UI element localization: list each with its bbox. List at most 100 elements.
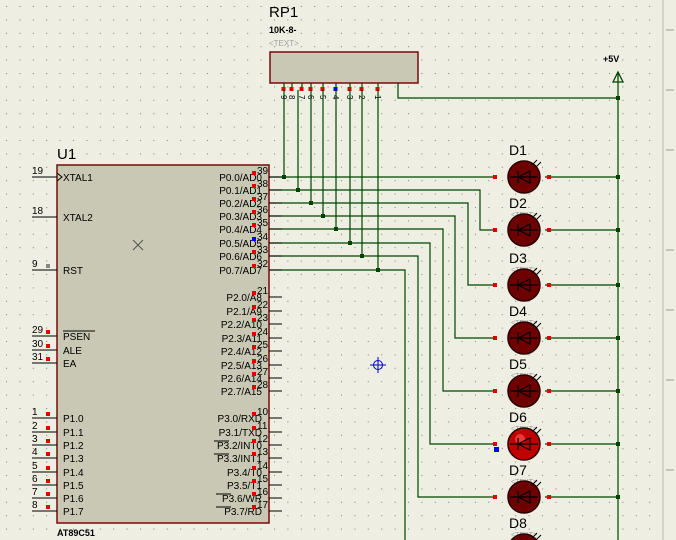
mcu-pin-number: 36 (257, 205, 269, 216)
wire-p06-to-d7 (269, 255, 493, 498)
mcu-pin-number: 9 (32, 259, 38, 270)
mcu-pin-number: 27 (257, 367, 269, 378)
wire-p04-to-d5 (269, 228, 493, 392)
led-d6-marker (494, 447, 499, 452)
mcu-pin-number: 2 (32, 421, 38, 432)
mcu-pin-name: ALE (63, 346, 82, 357)
mcu-pin-marker (252, 197, 256, 201)
mcu-pin-name: XTAL2 (63, 213, 93, 224)
mcu-pin-name: P2.7/A15 (221, 387, 263, 398)
led-d5[interactable]: D5<TEXT> (493, 356, 551, 408)
mcu-pin-name: P3.3/INT1 (217, 454, 262, 465)
mcu-pin-name: P2.2/A10 (221, 320, 263, 331)
mcu-pin-marker (252, 184, 256, 188)
mcu-pin-name: P2.4/A12 (221, 347, 263, 358)
wire-p02-to-d3 (269, 202, 493, 286)
led-ref: D5 (509, 356, 527, 372)
mcu-pin-name: XTAL1 (63, 173, 93, 184)
mcu-pin-marker (46, 357, 50, 361)
mcu-pin-name: P0.2/AD2 (219, 199, 262, 210)
mcu-pin-marker (46, 466, 50, 470)
led-pin-marker (493, 283, 497, 287)
led-d6[interactable]: D6<TEXT> (493, 409, 551, 461)
mcu-pin-name: P1.1 (63, 428, 84, 439)
rp1-pin-marker (308, 87, 313, 91)
led-d3[interactable]: D3<TEXT> (493, 250, 551, 302)
mcu-pin-number: 26 (257, 354, 269, 365)
mcu-pin-marker (252, 385, 256, 389)
rp1-pin-marker (359, 87, 364, 91)
mcu-pin-marker (46, 344, 50, 348)
mcu-pin-name: EA (63, 359, 77, 370)
mcu-pin-number: 15 (257, 474, 269, 485)
mcu-pin-marker (46, 264, 50, 268)
mcu-pin-marker (252, 305, 256, 309)
led-pin-marker (493, 228, 497, 232)
mcu-pin-marker (252, 439, 256, 443)
led-pin-marker (547, 175, 551, 179)
mcu-pin-marker (252, 426, 256, 430)
led-ref: D2 (509, 195, 527, 211)
mcu-pin-name: P1.3 (63, 454, 84, 465)
mcu-pin-number: 29 (32, 325, 44, 336)
led-ref: D6 (509, 409, 527, 425)
mcu-pin-name: P0.1/AD1 (219, 186, 262, 197)
mcu-pin-number: 17 (257, 500, 269, 511)
mcu-pin-number: 18 (32, 206, 44, 217)
junction-dot (616, 283, 620, 287)
mcu-right-pins: 39P0.0/AD038P0.1/AD137P0.2/AD236P0.3/AD3… (214, 166, 282, 518)
mcu-pin-marker (252, 250, 256, 254)
led-d2[interactable]: D2<TEXT> (493, 195, 551, 247)
led-ref: D7 (509, 462, 527, 478)
mcu-pin-name: P0.5/AD5 (219, 239, 262, 250)
rp1-ref: RP1 (269, 4, 298, 21)
diode-arrow-icon (516, 278, 531, 292)
led-d7[interactable]: D7<TEXT> (493, 462, 551, 514)
mcu-pin-name: P0.4/AD4 (219, 225, 262, 236)
rp1-pin-number: 8 (287, 95, 296, 100)
mcu-pin-name: P0.3/AD3 (219, 212, 262, 223)
mcu-pin-marker (252, 223, 256, 227)
mcu-pin-name: P3.1/TXD (219, 428, 262, 439)
mcu-part: AT89C51 (57, 528, 95, 538)
junction-dot (616, 336, 620, 340)
mcu-pin-name: P2.3/A11 (222, 334, 263, 345)
led-pin-marker (547, 283, 551, 287)
led-body (510, 533, 538, 540)
mcu-pin-marker (46, 412, 50, 416)
junction-dot (360, 254, 364, 258)
rp1-pin-marker (299, 87, 304, 91)
mcu-pin-marker (252, 479, 256, 483)
rp1-pin-marker (320, 87, 325, 91)
mcu-pin-name: P0.6/AD6 (219, 252, 262, 263)
wire-layer (269, 82, 620, 540)
led-emission-icon (531, 159, 542, 168)
led-d1[interactable]: D1 (493, 142, 551, 194)
led-emission-icon (531, 212, 542, 221)
mcu-pin-name: P3.5/T1 (227, 481, 262, 492)
mcu-pin-number: 16 (257, 487, 269, 498)
junction-dot (616, 96, 620, 100)
mcu-pin-name: P3.2/INT0 (217, 441, 262, 452)
mcu-pin-number: 19 (32, 166, 44, 177)
mcu-pin-marker (252, 452, 256, 456)
mcu-u1[interactable]: U1 AT89C51 19XTAL118XTAL29RST29PSEN30ALE… (32, 146, 282, 538)
mcu-pin-number: 24 (257, 327, 269, 338)
diode-arrow-icon (516, 490, 531, 504)
diode-arrow-icon (516, 331, 531, 345)
mcu-pin-name: P1.0 (63, 414, 84, 425)
mcu-pin-name: P2.0/A8 (226, 293, 262, 304)
led-d8[interactable]: D8<TEXT> (493, 515, 551, 540)
wire-p07-to-d8 (269, 269, 406, 540)
mcu-body (56, 164, 270, 524)
diode-arrow-icon (516, 437, 531, 451)
mcu-pin-number: 31 (32, 352, 44, 363)
rp1-body (269, 51, 419, 84)
led-d4[interactable]: D4<TEXT> (493, 303, 551, 355)
mcu-left-pins: 19XTAL118XTAL29RST29PSEN30ALE31EA1P1.02P… (32, 166, 95, 518)
rp1-text-placeholder: <TEXT> (269, 39, 299, 48)
junction-dot (334, 227, 338, 231)
mcu-pin-number: 22 (257, 300, 269, 311)
wire-p01-to-d2 (269, 189, 493, 231)
